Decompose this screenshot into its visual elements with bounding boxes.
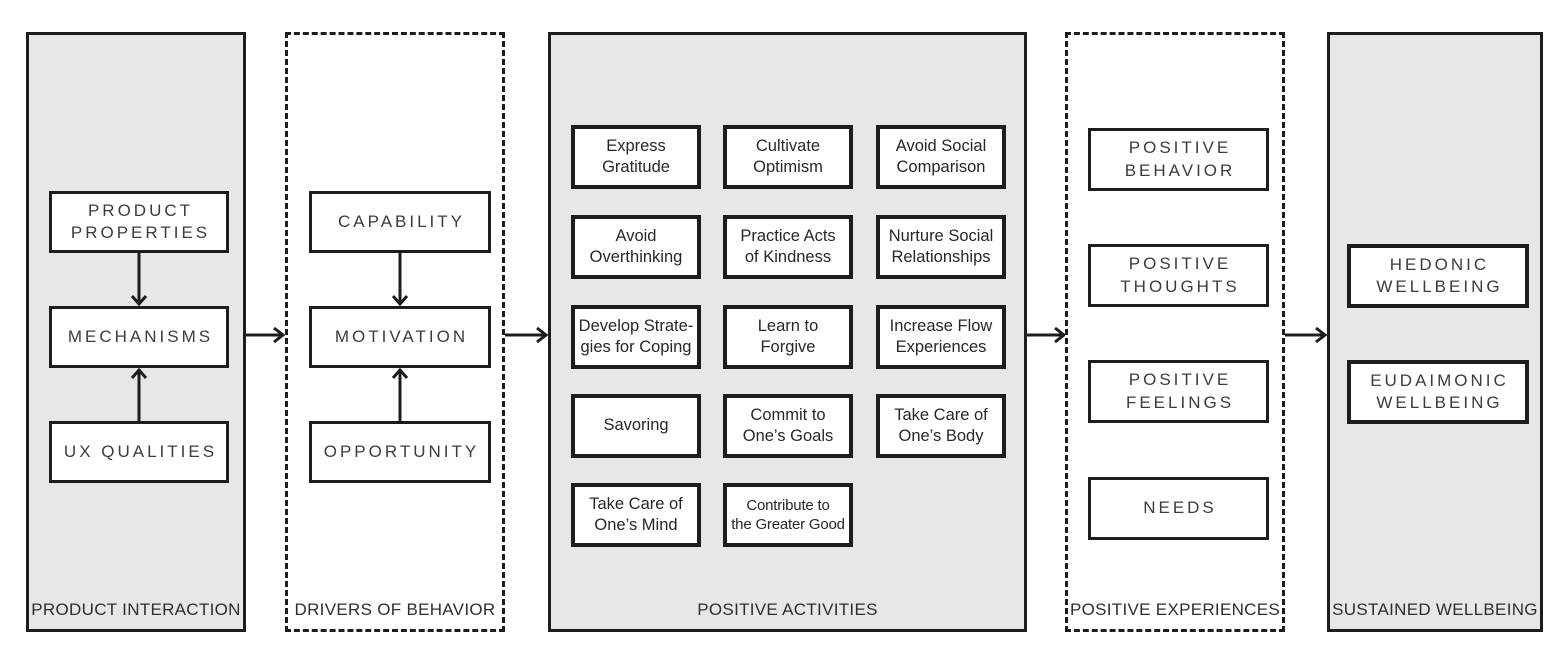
activity-box-contribute-to-the-greater-good: Contribute to the Greater Good: [723, 483, 853, 547]
activity-box-learn-to-forgive: Learn to Forgive: [723, 305, 853, 369]
box-motivation: MOTIVATION: [309, 306, 491, 368]
activity-box-take-care-of-ones-body: Take Care of One’s Body: [876, 394, 1006, 458]
activity-box-avoid-overthinking: Avoid Overthinking: [571, 215, 701, 279]
panel-label-positive-activities: POSITIVE ACTIVITIES: [697, 600, 878, 619]
box-positive-feelings: POSITIVE FEELINGS: [1088, 360, 1269, 423]
activity-box-cultivate-optimism: Cultivate Optimism: [723, 125, 853, 189]
box-eudaimonic-wellbeing-label: EUDAIMONIC WELLBEING: [1370, 370, 1509, 412]
experiences-to-wellbeing-arrow: [1285, 326, 1328, 344]
activity-box-increase-flow-experiences: Increase Flow Experiences: [876, 305, 1006, 369]
capability-to-motivation-arrow: [391, 253, 409, 307]
activity-label: Take Care of One’s Mind: [589, 494, 683, 534]
box-eudaimonic-wellbeing: EUDAIMONIC WELLBEING: [1347, 360, 1529, 424]
activity-box-practice-acts-of-kindness: Practice Acts of Kindness: [723, 215, 853, 279]
activity-box-develop-strategies-for-coping: Develop Strate- gies for Coping: [571, 305, 701, 369]
activity-box-nurture-social-relationships: Nurture Social Relationships: [876, 215, 1006, 279]
activity-label: Develop Strate- gies for Coping: [578, 316, 694, 356]
box-motivation-label: MOTIVATION: [334, 326, 469, 346]
panel-label-positive-experiences: POSITIVE EXPERIENCES: [1069, 600, 1281, 619]
box-opportunity-label: OPPORTUNITY: [323, 441, 480, 461]
panel-label-product-interaction: PRODUCT INTERACTION: [31, 600, 241, 619]
box-positive-thoughts-label: POSITIVE THOUGHTS: [1120, 254, 1240, 296]
activity-box-avoid-social-comparison: Avoid Social Comparison: [876, 125, 1006, 189]
opportunity-to-motivation-arrow: [391, 367, 409, 421]
product-properties-to-mechanisms-arrow: [130, 253, 148, 307]
activities-to-experiences-arrow: [1027, 326, 1067, 344]
box-mechanisms-label: MECHANISMS: [67, 326, 214, 346]
box-positive-feelings-label: POSITIVE FEELINGS: [1125, 370, 1235, 412]
box-hedonic-wellbeing-label: HEDONIC WELLBEING: [1376, 254, 1503, 296]
activity-box-savoring: Savoring: [571, 394, 701, 458]
box-product-properties: PRODUCT PROPERTIES: [49, 191, 229, 253]
box-needs: NEEDS: [1088, 477, 1269, 540]
product-interaction-to-drivers-arrow: [246, 326, 286, 344]
activity-label: Commit to One’s Goals: [742, 405, 834, 445]
activity-label: Express Gratitude: [602, 136, 670, 176]
panel-label-sustained-wellbeing: SUSTAINED WELLBEING: [1332, 600, 1538, 619]
activity-label: Cultivate Optimism: [753, 136, 823, 176]
box-positive-thoughts: POSITIVE THOUGHTS: [1088, 244, 1269, 307]
panel-drivers-of-behavior: CAPABILITY MOTIVATION OPPORTUNITY DRIVER…: [285, 32, 505, 632]
box-product-properties-label: PRODUCT PROPERTIES: [70, 200, 211, 242]
box-positive-behavior: POSITIVE BEHAVIOR: [1088, 128, 1269, 191]
activity-box-commit-to-ones-goals: Commit to One’s Goals: [723, 394, 853, 458]
box-opportunity: OPPORTUNITY: [309, 421, 491, 483]
box-ux-qualities: UX QUALITIES: [49, 421, 229, 483]
box-hedonic-wellbeing: HEDONIC WELLBEING: [1347, 244, 1529, 308]
activity-label: Increase Flow Experiences: [889, 316, 993, 356]
activity-label: Contribute to the Greater Good: [731, 496, 845, 533]
ux-qualities-to-mechanisms-arrow: [130, 367, 148, 421]
activity-label: Avoid Overthinking: [589, 226, 683, 266]
panel-positive-experiences: POSITIVE BEHAVIOR POSITIVE THOUGHTS POSI…: [1065, 32, 1285, 632]
box-capability: CAPABILITY: [309, 191, 491, 253]
drivers-to-activities-arrow: [505, 326, 549, 344]
panel-product-interaction: PRODUCT PROPERTIES MECHANISMS UX QUALITI…: [26, 32, 246, 632]
box-needs-label: NEEDS: [1143, 498, 1217, 518]
activity-box-express-gratitude: Express Gratitude: [571, 125, 701, 189]
box-positive-behavior-label: POSITIVE BEHAVIOR: [1124, 138, 1236, 180]
activity-label: Learn to Forgive: [757, 316, 819, 356]
panel-positive-activities: Express Gratitude Cultivate Optimism Avo…: [548, 32, 1027, 632]
box-ux-qualities-label: UX QUALITIES: [63, 441, 218, 461]
box-mechanisms: MECHANISMS: [49, 306, 229, 368]
activity-box-take-care-of-ones-mind: Take Care of One’s Mind: [571, 483, 701, 547]
activity-label: Practice Acts of Kindness: [740, 226, 836, 266]
activity-label: Take Care of One’s Body: [894, 405, 988, 445]
activity-label: Avoid Social Comparison: [895, 136, 987, 176]
panel-label-drivers-of-behavior: DRIVERS OF BEHAVIOR: [294, 600, 496, 619]
box-capability-label: CAPABILITY: [338, 211, 465, 231]
panel-sustained-wellbeing: HEDONIC WELLBEING EUDAIMONIC WELLBEING S…: [1327, 32, 1543, 632]
activity-label: Nurture Social Relationships: [888, 226, 994, 266]
activity-label: Savoring: [603, 416, 669, 435]
